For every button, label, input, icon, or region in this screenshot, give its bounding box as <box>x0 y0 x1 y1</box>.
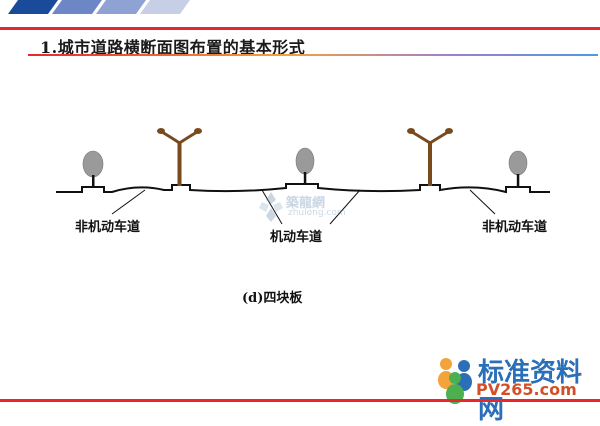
leader-center <box>261 189 283 225</box>
label-right-non-motor-lane: 非机动车道 <box>482 220 548 235</box>
logo-en: PV265.com <box>476 380 577 399</box>
top-decor-bar <box>0 0 600 30</box>
watermark-cn: 築龍網 <box>286 196 326 211</box>
label-motor-lane: 机动车道 <box>270 230 323 245</box>
leader-center-2 <box>329 189 361 225</box>
street-lamp-icon-right <box>407 128 453 186</box>
street-lamp-icon-left <box>157 128 202 186</box>
road-cross-section <box>56 128 550 225</box>
figure-caption: (d)四块板 <box>242 291 303 306</box>
tree-icon-right <box>508 150 528 188</box>
leader-left <box>111 189 146 215</box>
watermark-logo-icon <box>259 192 283 222</box>
tree-icon-center <box>295 147 315 185</box>
bottom-decor-bar <box>0 399 600 402</box>
watermark-en: zhulong.com <box>288 208 346 218</box>
site-logo: 标准资料网 PV265.com <box>436 352 596 425</box>
label-left-non-motor-lane: 非机动车道 <box>75 220 141 235</box>
leader-right <box>469 189 496 215</box>
title-underline <box>28 54 598 56</box>
watermark: 築龍網 zhulong.com <box>258 190 368 230</box>
road-surface-line <box>56 183 550 194</box>
people-logo-icon <box>438 358 472 404</box>
slide-title: 1.城市道路横断面图布置的基本形式 <box>40 38 306 57</box>
tree-icon-left <box>82 150 104 188</box>
